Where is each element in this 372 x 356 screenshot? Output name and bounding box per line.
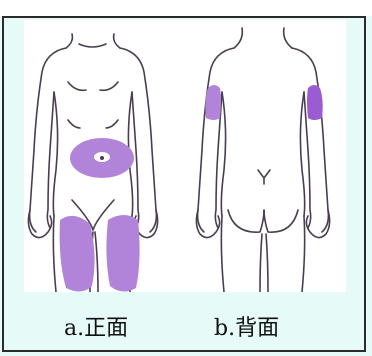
front-right-thigh-injection-zone — [106, 215, 139, 292]
back-neck-left — [234, 28, 242, 48]
back-figure — [196, 28, 329, 292]
front-neck-line — [79, 44, 106, 47]
back-buttock-left — [228, 210, 264, 232]
back-torso-left — [221, 92, 225, 216]
front-caption: a.正面 — [64, 310, 128, 342]
back-left-upper-arm-injection-zone — [205, 85, 221, 120]
front-left-thigh-injection-zone — [60, 216, 95, 292]
front-neck-left — [66, 34, 72, 48]
front-rib-right — [106, 120, 118, 128]
caption-row: a.正面 b.背面 — [4, 300, 364, 344]
back-torso-right — [300, 92, 304, 216]
cropped-header-strip — [0, 0, 372, 16]
back-buttock-right — [264, 210, 298, 232]
front-rib-left — [68, 120, 80, 128]
back-neck-right — [284, 28, 292, 48]
back-right-leg-inner — [266, 234, 268, 292]
front-neck-right — [114, 34, 120, 48]
back-right-upper-arm-injection-zone — [307, 85, 323, 120]
front-navel — [100, 156, 104, 160]
back-left-leg-outer — [221, 216, 224, 292]
back-left-leg-inner — [260, 234, 262, 292]
front-right-leg-inner — [95, 232, 98, 292]
diagram-frame: a.正面 b.背面 — [2, 16, 366, 352]
front-chest-right — [100, 82, 118, 90]
back-right-leg-outer — [302, 216, 305, 292]
front-chest-left — [68, 82, 86, 90]
figure-panel — [24, 20, 346, 292]
back-caption: b.背面 — [214, 310, 279, 342]
front-torso-left — [53, 92, 57, 216]
back-spine-mark — [258, 170, 270, 184]
body-diagram — [24, 20, 346, 292]
front-left-leg-outer — [53, 216, 56, 292]
